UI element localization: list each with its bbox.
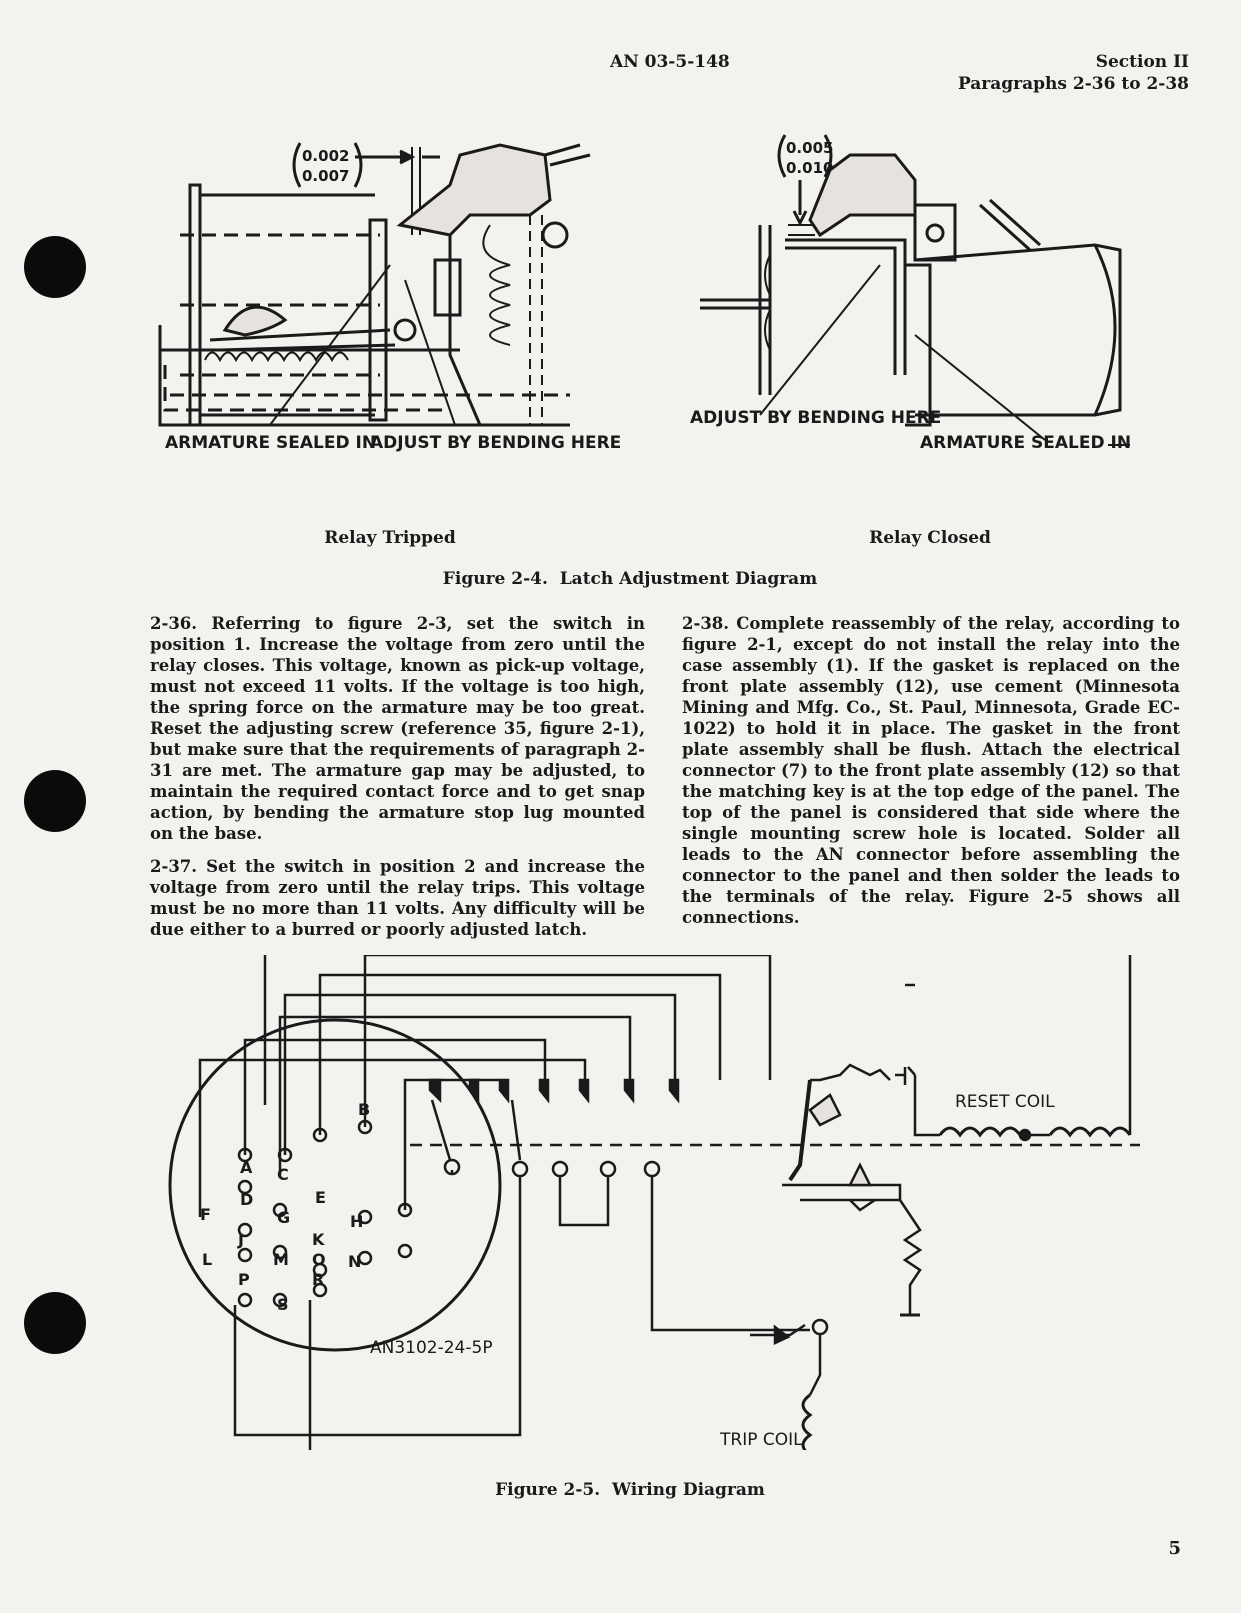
- paragraph-2-36: 2-36. Referring to figure 2-3, set the s…: [150, 614, 645, 843]
- relay-tripped-diagram: 0.002 0.007 ARMATURE SEALED IN ADJUST BY…: [158, 142, 620, 453]
- pin-label-f: F: [200, 1205, 211, 1224]
- label-armature-sealed-in: ARMATURE SEALED IN: [920, 433, 1131, 453]
- pin-label-m: M: [273, 1250, 289, 1269]
- pin-label-k: K: [312, 1230, 325, 1249]
- pin-label-c: C: [277, 1165, 289, 1184]
- pin-label-n: N: [348, 1252, 361, 1271]
- paragraph-2-37: 2-37. Set the switch in position 2 and i…: [150, 857, 645, 939]
- relay-closed-diagram: 0.005 0.010 ADJUST BY BENDING HERE ARMAT…: [690, 134, 1131, 453]
- trip-coil-label: TRIP COIL: [719, 1430, 803, 1450]
- label-armature-sealed-in: ARMATURE SEALED IN: [165, 433, 376, 453]
- binder-hole-bottom: [24, 1292, 86, 1354]
- tolerance-top: 0.002: [302, 147, 349, 165]
- pin-label-r: R: [312, 1270, 324, 1289]
- left-column: 2-36. Referring to figure 2-3, set the s…: [150, 613, 645, 952]
- subcaption-relay-tripped: Relay Tripped: [324, 528, 456, 548]
- pin-label-s: S: [277, 1295, 289, 1314]
- connector-label: AN3102-24-5P: [370, 1338, 493, 1358]
- paragraphs-label: Paragraphs 2-36 to 2-38: [957, 74, 1189, 94]
- label-adjust-by-bending: ADJUST BY BENDING HERE: [370, 433, 620, 453]
- tolerance-bottom: 0.010: [786, 159, 833, 177]
- pin-label-a: A: [240, 1158, 253, 1177]
- pin-label-j: J: [237, 1230, 244, 1249]
- figure-2-4-caption: Figure 2-4. Latch Adjustment Diagram: [442, 569, 818, 589]
- binder-hole-middle: [24, 770, 86, 832]
- reset-coil-label: RESET COIL: [955, 1092, 1055, 1112]
- pin-label-l: L: [202, 1250, 212, 1269]
- pin-label-p: P: [238, 1270, 250, 1289]
- pin-label-g: G: [277, 1208, 290, 1227]
- label-adjust-by-bending: ADJUST BY BENDING HERE: [690, 408, 941, 428]
- figure-2-5-caption: Figure 2-5. Wiring Diagram: [495, 1480, 765, 1500]
- pin-label-d: D: [240, 1190, 253, 1209]
- section-label: Section II: [1095, 52, 1189, 72]
- pin-label-o: O: [312, 1250, 326, 1269]
- page-number: 5: [1168, 1538, 1181, 1559]
- pin-label-e: E: [315, 1188, 326, 1207]
- doc-number: AN 03-5-148: [610, 52, 730, 72]
- wiring-diagram: A B C D E F G H J K L M N O P R S AN3102…: [168, 955, 1140, 1450]
- subcaption-relay-closed: Relay Closed: [869, 528, 991, 548]
- tolerance-bottom: 0.007: [302, 167, 349, 185]
- tolerance-top: 0.005: [786, 139, 833, 157]
- pin-label-h: H: [350, 1212, 363, 1231]
- right-column: 2-38. Complete reassembly of the relay, …: [682, 613, 1180, 940]
- binder-hole-top: [24, 236, 86, 298]
- paragraph-2-38: 2-38. Complete reassembly of the relay, …: [682, 614, 1180, 927]
